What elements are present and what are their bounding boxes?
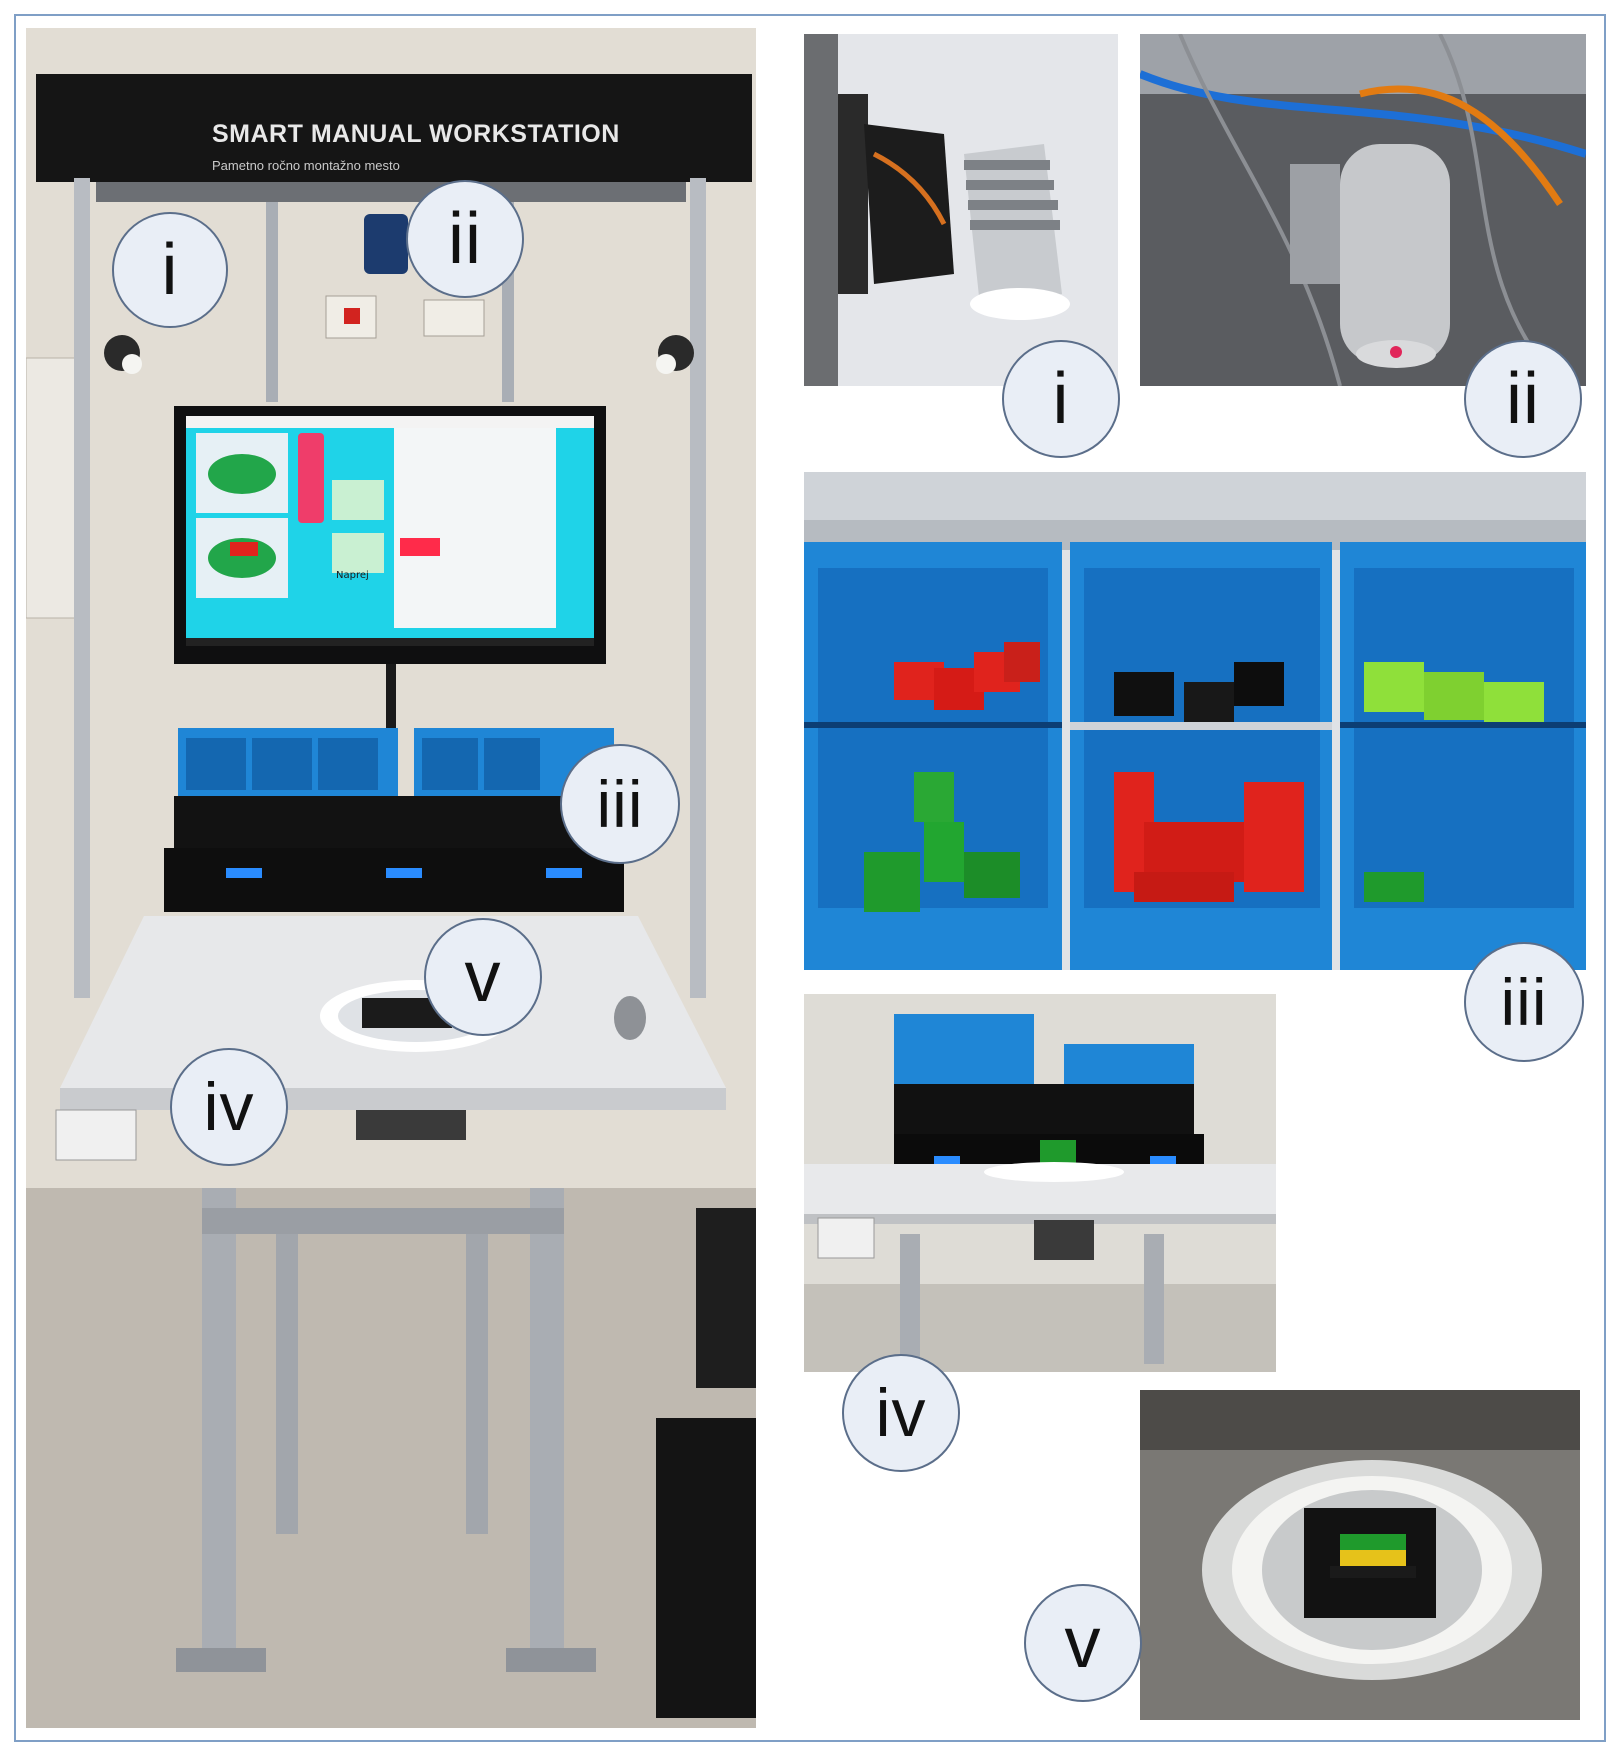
label-badge-ii-detail: ii (1464, 340, 1582, 458)
label-badge-v-main: v (424, 918, 542, 1036)
detail-photo-table (804, 994, 1276, 1372)
label-badge-text: v (1064, 1603, 1102, 1683)
screen-button-naprej: Naprej (336, 570, 369, 581)
label-badge-text: ii (1506, 359, 1540, 439)
sign-title: SMART MANUAL WORKSTATION (212, 120, 620, 148)
label-badge-iii-main: iii (560, 744, 680, 864)
detail-photo-fixture (1140, 1390, 1580, 1720)
label-badge-ii-main: ii (406, 180, 524, 298)
label-badge-text: iv (875, 1375, 927, 1451)
label-badge-text: i (1052, 359, 1070, 439)
sign-subtitle: Pametno ročno montažno mesto (212, 158, 400, 173)
detail-photo-lamp (804, 34, 1118, 386)
label-badge-text: iii (1500, 965, 1548, 1039)
label-badge-text: i (161, 230, 179, 310)
label-badge-text: ii (448, 199, 482, 279)
label-badge-text: v (464, 937, 502, 1017)
label-badge-iv-main: iv (170, 1048, 288, 1166)
label-badge-text: iii (596, 767, 644, 841)
label-badge-text: iv (203, 1069, 255, 1145)
label-badge-i-main: i (112, 212, 228, 328)
label-badge-v-detail: v (1024, 1584, 1142, 1702)
detail-photo-camera (1140, 34, 1586, 386)
label-badge-iv-detail: iv (842, 1354, 960, 1472)
label-badge-i-detail: i (1002, 340, 1120, 458)
detail-photo-bins (804, 472, 1586, 970)
label-badge-iii-detail: iii (1464, 942, 1584, 1062)
figure-frame (14, 14, 1606, 1742)
